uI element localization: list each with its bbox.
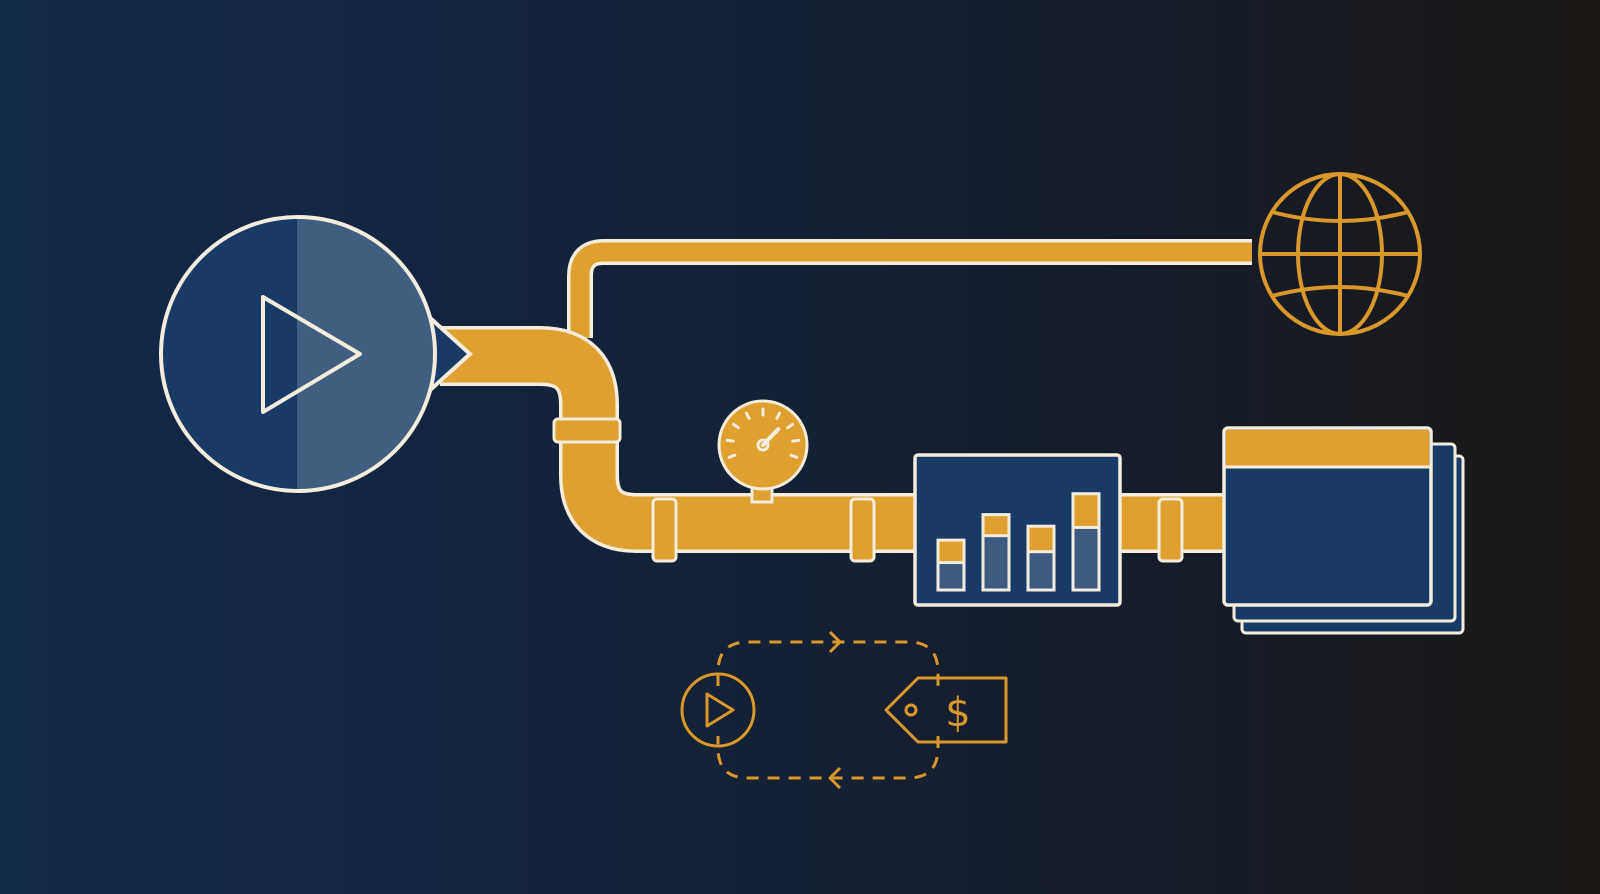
stacked-windows-icon [1222,426,1465,635]
gauge-tick [775,411,782,420]
upper-pipe [567,239,1252,338]
pipe-collar-vertical [552,417,622,444]
globe-icon [1258,172,1422,336]
chart-bar [1026,524,1056,592]
gauge-tick [791,438,801,443]
dashed-loop [716,630,940,790]
gauge-tick [727,453,737,459]
chart-bar [1071,492,1101,592]
pipe-collars [552,417,1184,563]
play-button-icon [159,215,473,493]
chart-bar [981,513,1011,592]
small-play-icon [680,672,756,748]
price-tag-symbol: $ [945,690,970,736]
loop-arrow-right [828,630,842,654]
chart-bar [936,538,966,592]
gauge-tick [732,422,740,430]
gauge-tick [786,422,794,430]
pressure-gauge-icon [717,399,809,504]
pipe-collar-1 [651,497,678,563]
pipe-collar-3 [1157,497,1184,563]
loop-arrow-left [828,766,842,790]
gauge-tick [744,411,751,420]
bar-chart-panel-icon [913,453,1122,607]
gauge-tick [789,453,799,459]
price-tag-icon: $ [884,676,1008,744]
pipe-collar-2 [849,497,876,563]
gauge-tick [725,438,735,443]
